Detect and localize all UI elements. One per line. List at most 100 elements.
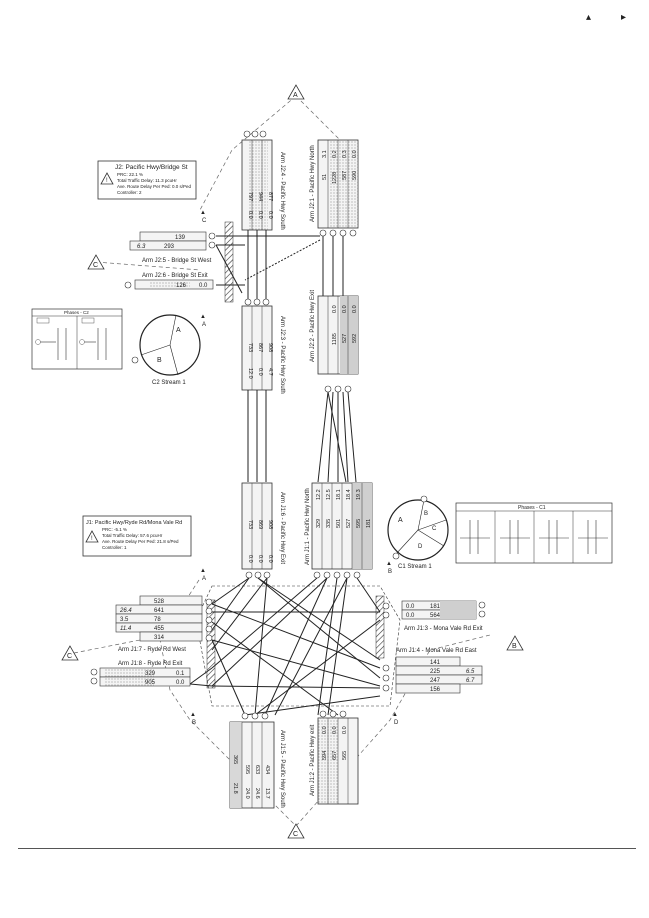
arm-j1-6: Arm J1:6 - Pacific Hwy Exit 733 0.0 869 … [241,482,285,579]
svg-text:0.0: 0.0 [406,613,415,619]
svg-text:B: B [424,511,428,517]
svg-text:▲: ▲ [200,210,206,216]
svg-text:4.7: 4.7 [267,368,273,376]
marker-a-top: A [287,84,305,100]
svg-text:314: 314 [154,635,165,641]
arm-j2-1-label: Arm J2:1 - Pacific Hwy North [310,145,316,222]
arm-j2-2: Arm J2:2 - Pacific Hwy Exit 1185 0.0 527… [310,290,359,375]
svg-text:0.0: 0.0 [257,368,263,376]
svg-text:!: ! [106,178,108,184]
svg-text:905: 905 [145,680,156,686]
svg-text:C: C [432,526,437,532]
arm-j2-1: Arm J2:1 - Pacific Hwy North 51 3.1 1228… [310,139,359,237]
arm-j1-2-label: Arm J1:2 - Pacific Hwy exit [310,724,316,796]
j2-controller: Controller: 2 [117,190,142,195]
svg-text:0.0: 0.0 [176,680,185,686]
phases-c2-title: Phases - C2 [64,310,89,315]
svg-text:6.7: 6.7 [466,678,475,684]
svg-text:641: 641 [154,608,165,614]
svg-text:0.0: 0.0 [199,283,208,289]
arm-j1-4-label: Arm J1:4 - Mona Vale Rd East [396,648,477,654]
svg-text:0.0: 0.0 [267,211,273,219]
link-circles [324,385,352,393]
j2-title: J2: Pacific Hwy/Bridge St [115,164,188,171]
svg-text:329: 329 [316,519,322,528]
svg-text:0.0: 0.0 [406,604,415,610]
svg-text:▲: ▲ [200,314,206,320]
svg-text:0.0: 0.0 [267,555,273,563]
svg-text:78: 78 [154,617,161,623]
svg-text:3.5: 3.5 [120,617,129,623]
j2-total-delay: Total Traffic Delay: 11.3 pcuHr [117,178,177,183]
stream-c2-label: C2 Stream 1 [152,380,186,386]
svg-text:293: 293 [164,244,175,250]
arm-j1-6-label: Arm J1:6 - Pacific Hwy Exit [279,492,285,564]
svg-text:527: 527 [346,519,352,528]
svg-text:0.0: 0.0 [322,726,328,734]
stream-c2-diagram: A B C2 Stream 1 [131,314,201,386]
arm-j1-8-label: Arm J1:8 - Ryde Rd Exit [118,661,183,667]
svg-text:1228: 1228 [332,172,338,184]
svg-text:908: 908 [267,520,273,529]
svg-text:877: 877 [267,192,273,201]
j1-prc: PRC: -5.1 % [102,527,127,532]
svg-text:0.1: 0.1 [176,671,185,677]
svg-text:0.0: 0.0 [332,726,338,734]
svg-text:365: 365 [232,755,238,764]
svg-text:11.4: 11.4 [120,626,132,632]
j2-ped-delay: Ave. Route Delay Per Ped: 0.0 s/Ped [117,184,191,189]
j1-crossing [189,577,401,716]
stream-c1-diagram: A B C D C1 Stream 1 [387,495,449,570]
svg-text:335: 335 [326,519,332,528]
arm-j2-3-label: Arm J2:3 - Pacific Hwy South [279,316,285,394]
marker-b-right: B [506,635,524,651]
svg-text:24.0: 24.0 [244,788,250,799]
svg-text:592: 592 [352,334,358,343]
phases-c1-box: Phases - C1 [455,502,613,564]
j2-crossing [215,221,344,306]
svg-text:595: 595 [244,765,250,774]
svg-text:329: 329 [145,671,156,677]
svg-text:24.6: 24.6 [254,788,260,799]
arm-j2-4: Arm J2:4 - Pacific Hwy South 797 0.0 944… [241,130,285,231]
svg-text:434: 434 [264,765,270,774]
svg-text:A: A [293,92,298,99]
arm-j2-6: Arm J2:6 - Bridge St Exit 126 0.0 [124,273,214,290]
svg-text:19.3: 19.3 [356,489,362,500]
svg-text:26.4: 26.4 [119,608,132,614]
svg-text:0.0: 0.0 [342,726,348,734]
svg-text:587: 587 [342,171,348,180]
phases-c2-box: Phases - C2 [31,308,123,370]
j2-info-box: ! J2: Pacific Hwy/Bridge St PRC: 22.1 % … [97,160,197,200]
j2-prc: PRC: 22.1 % [117,172,143,177]
page-divider [18,848,636,849]
marker-c-left-j1: C [61,645,79,661]
svg-text:▲: ▲ [190,712,196,718]
j1-info-box: ! J1: Pacific Hwy/Ryde Rd/Mona Vale Rd P… [82,515,192,557]
svg-text:B: B [512,643,517,650]
arm-j1-1-label: Arm J1:1 - Pacific Hwy North [305,488,311,565]
arm-j2-5-label: Arm J2:5 - Bridge St West [142,258,212,264]
svg-text:0.0: 0.0 [352,305,358,313]
svg-text:944: 944 [257,192,263,201]
svg-text:▲: ▲ [386,561,392,567]
svg-text:12.0: 12.0 [247,368,253,379]
svg-text:528: 528 [154,599,165,605]
svg-text:126: 126 [176,283,187,289]
svg-text:C: C [202,218,207,224]
svg-text:455: 455 [154,626,165,632]
arm-j1-8: Arm J1:8 - Ryde Rd Exit 329 0.1 905 0.0 [90,661,191,687]
svg-text:51: 51 [322,174,328,180]
svg-text:156: 156 [430,687,441,693]
svg-text:21.8: 21.8 [232,783,238,794]
svg-text:590: 590 [352,171,358,180]
svg-text:733: 733 [247,520,253,529]
marker-c-bottom: C [287,823,305,839]
svg-text:869: 869 [257,520,263,529]
svg-text:501: 501 [336,519,342,528]
svg-text:D: D [394,720,399,726]
svg-text:▲: ▲ [392,712,398,718]
arm-j2-5: 139 6.3 293 Arm J2:5 - Bridge St West [129,231,216,264]
svg-text:18.4: 18.4 [346,489,352,500]
svg-text:▲: ▲ [200,568,206,574]
